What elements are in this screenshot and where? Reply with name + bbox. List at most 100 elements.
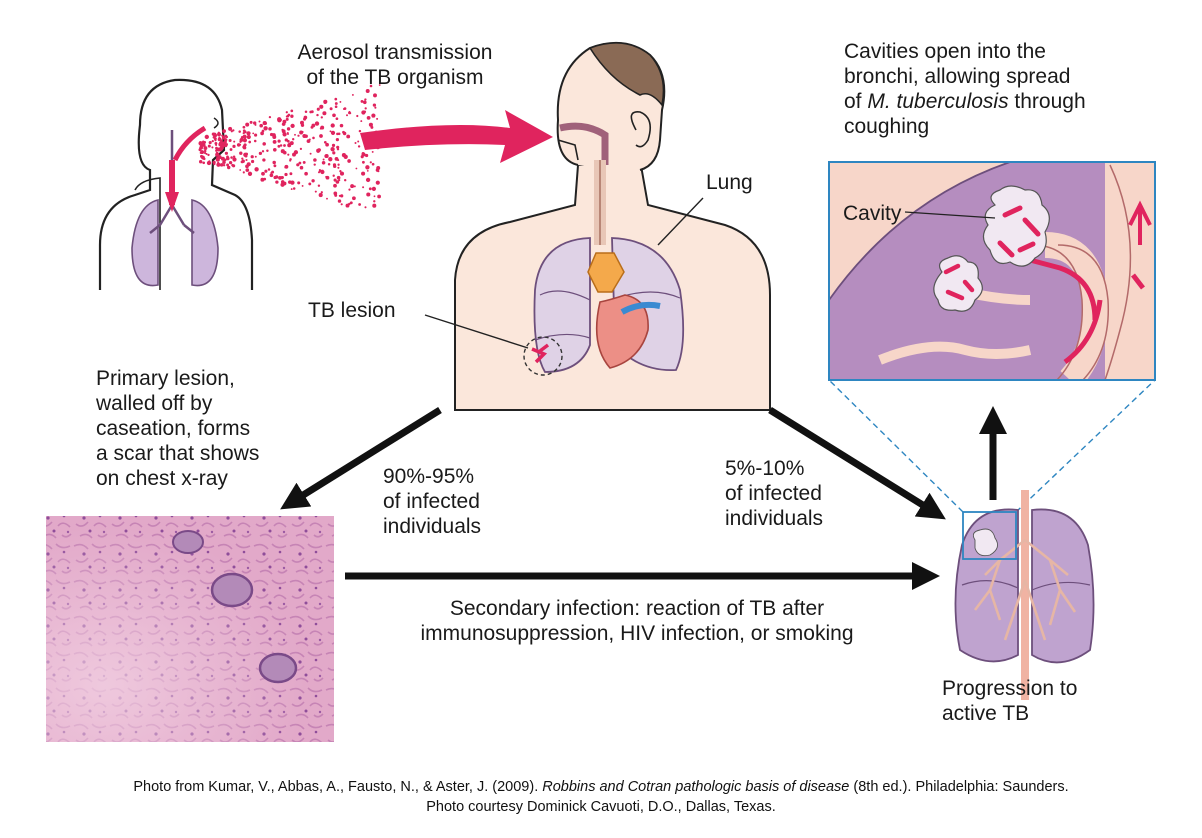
aerosol-droplet: [299, 147, 303, 151]
aerosol-droplet: [331, 143, 336, 148]
aerosol-droplet: [243, 130, 247, 134]
transmission-arrow: [360, 110, 553, 163]
aerosol-droplet: [202, 144, 205, 147]
histology-photo: [46, 516, 334, 742]
aerosol-droplet: [248, 140, 252, 144]
aerosol-droplet: [290, 123, 295, 129]
aerosol-droplet: [285, 111, 288, 114]
aerosol-droplet: [302, 133, 307, 139]
aerosol-droplet: [277, 144, 281, 148]
aerosol-droplet: [271, 170, 275, 174]
aerosol-droplet: [281, 176, 284, 179]
aerosol-droplet: [348, 111, 352, 115]
aerosol-droplet: [289, 158, 292, 161]
aerosol-droplet: [337, 199, 342, 203]
aerosol-droplet: [269, 132, 274, 137]
aerosol-droplet: [357, 145, 361, 148]
aerosol-droplet: [225, 135, 229, 139]
percentage-left-label: 90%-95% of infected individuals: [383, 465, 482, 538]
aerosol-droplet: [372, 103, 377, 107]
aerosol-droplet: [361, 160, 365, 164]
aerosol-droplet: [300, 120, 304, 125]
aerosol-droplet: [221, 135, 226, 140]
cavities-label: Cavities open into the bronchi, allowing…: [844, 40, 1086, 138]
secondary-infection-label: Secondary infection: reaction of TB afte…: [420, 597, 854, 645]
aerosol-droplet: [262, 142, 266, 146]
aerosol-droplet: [268, 115, 272, 119]
aerosol-droplet: [267, 168, 271, 171]
aerosol-droplet: [373, 195, 376, 198]
aerosol-droplet: [268, 127, 272, 131]
aerosol-droplet: [222, 129, 226, 133]
aerosol-droplet: [320, 191, 323, 194]
aerosol-droplet: [245, 164, 249, 169]
aerosol-droplet: [369, 84, 373, 88]
aerosol-droplet: [332, 113, 336, 118]
aerosol-droplet: [229, 148, 233, 151]
aerosol-droplet: [273, 164, 277, 168]
aerosol-droplet: [232, 129, 235, 132]
aerosol-droplet: [242, 171, 245, 174]
aerosol-droplet: [361, 171, 366, 176]
aerosol-droplet: [239, 140, 242, 143]
aerosol-droplet: [262, 158, 266, 162]
aerosol-droplet: [358, 129, 362, 133]
aerosol-droplet: [217, 137, 222, 142]
aerosol-droplet: [226, 165, 231, 170]
central-person-figure: [424, 41, 771, 411]
aerosol-droplet: [290, 180, 295, 185]
aerosol-droplet: [217, 155, 222, 160]
aerosol-droplet: [217, 132, 221, 137]
aerosol-droplet: [278, 176, 282, 180]
aerosol-droplet: [258, 151, 263, 156]
aerosol-droplet: [343, 107, 347, 110]
aerosol-droplet: [355, 167, 358, 170]
aerosol-droplet: [304, 171, 308, 176]
aerosol-droplet: [205, 152, 208, 155]
aerosol-droplet: [373, 93, 377, 98]
aerosol-droplet: [285, 115, 288, 118]
aerosol-droplet: [360, 99, 364, 103]
aerosol-droplet: [290, 188, 293, 191]
aerosol-droplet: [254, 133, 258, 137]
aerosol-droplet: [249, 120, 253, 124]
aerosol-droplet: [254, 123, 257, 126]
aerosol-droplet: [200, 150, 205, 155]
aerosol-droplet: [232, 157, 237, 162]
aerosol-droplet: [243, 144, 246, 148]
aerosol-droplet: [329, 130, 332, 133]
aerosol-droplet: [272, 160, 276, 165]
aerosol-droplet: [318, 193, 323, 198]
aerosol-droplet: [304, 110, 308, 113]
aerosol-droplet: [296, 163, 300, 167]
aerosol-droplet: [226, 163, 230, 167]
cavity-label: Cavity: [843, 202, 902, 225]
aerosol-droplets: [198, 84, 381, 209]
aerosol-droplet: [283, 150, 287, 155]
aerosol-droplet: [292, 138, 295, 141]
aerosol-droplet: [314, 121, 320, 126]
aerosol-droplet: [336, 132, 339, 136]
aerosol-droplet: [228, 160, 233, 165]
aerosol-droplet: [334, 97, 338, 101]
aerosol-droplet: [245, 152, 249, 156]
aerosol-droplet: [373, 200, 376, 203]
aerosol-droplet: [232, 164, 236, 168]
aerosol-droplet: [374, 106, 377, 109]
aerosol-droplet: [228, 126, 233, 131]
aerosol-droplet: [286, 127, 291, 131]
aerosol-droplet: [372, 203, 377, 208]
aerosol-droplet: [202, 161, 206, 165]
aerosol-droplet: [349, 201, 353, 205]
aerosol-droplet: [377, 194, 381, 199]
aerosol-droplet: [351, 93, 354, 96]
aerosol-droplet: [203, 146, 208, 151]
aerosol-droplet: [317, 184, 321, 187]
aerosol-droplet: [335, 180, 340, 184]
aerosol-droplet: [261, 150, 265, 153]
percentage-right-label: 5%-10% of infected individuals: [725, 457, 824, 530]
aerosol-droplet: [322, 111, 327, 116]
aerosol-droplet: [364, 107, 367, 110]
aerosol-droplet: [316, 107, 320, 111]
aerosol-droplet: [352, 196, 356, 201]
